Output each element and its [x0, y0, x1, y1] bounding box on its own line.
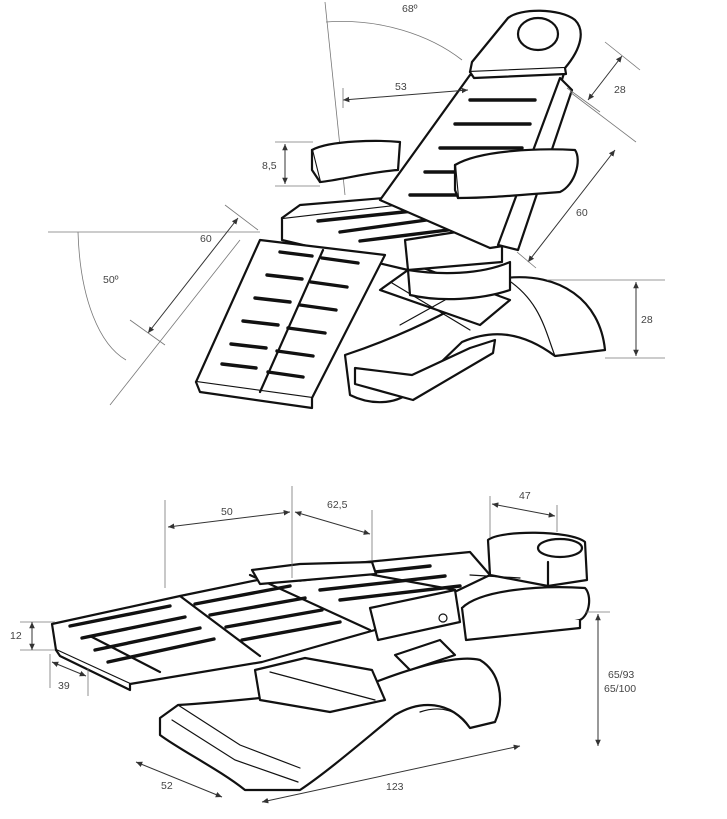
label-total-length: 123: [386, 781, 404, 793]
label-angle-legs: 50º: [103, 274, 119, 286]
label-angle-back: 68º: [402, 3, 418, 15]
label-height-range-2: 65/100: [604, 683, 636, 695]
label-head-length: 47: [519, 490, 531, 502]
label-backrest-length: 60: [576, 207, 588, 219]
label-armrest-height: 8,5: [262, 160, 277, 172]
label-base-width: 52: [161, 780, 173, 792]
reclined-chair-drawing: [48, 1, 607, 410]
label-seat-length: 50: [221, 506, 233, 518]
label-back-width: 53: [395, 81, 407, 93]
label-height-range-1: 65/93: [608, 669, 634, 681]
label-legrest-length: 60: [200, 233, 212, 245]
label-base-height: 28: [641, 314, 653, 326]
label-foot-width: 39: [58, 680, 70, 692]
flat-chair-drawing: [50, 531, 591, 792]
top-dimensions: [129, 41, 665, 359]
label-headrest-length: 28: [614, 84, 626, 96]
label-foot-thickness: 12: [10, 630, 22, 642]
labels: 68º 50º 53 8,5 28 60 60 28 50 62,5 47 12…: [10, 3, 653, 793]
label-middle-length: 62,5: [327, 499, 348, 511]
bottom-dimensions: [20, 486, 610, 804]
